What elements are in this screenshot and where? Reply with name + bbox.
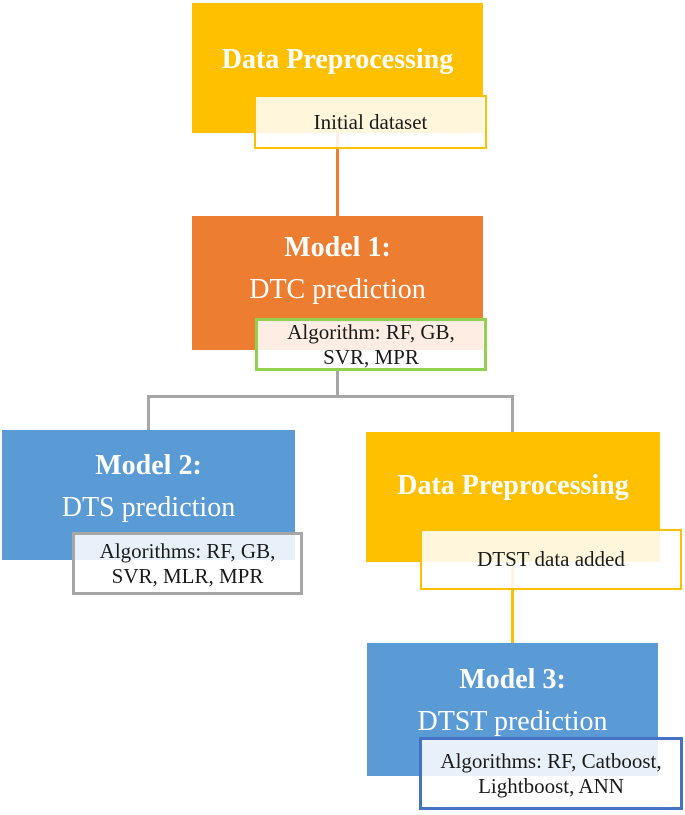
connector-model1-stem: [336, 371, 339, 397]
model1-subtitle: DTC prediction: [249, 274, 426, 305]
model2-subtitle: DTS prediction: [61, 492, 236, 523]
initial-dataset-label: Initial dataset: [254, 95, 487, 149]
model1-algorithms-line1: Algorithm: RF, GB,: [287, 319, 455, 344]
model3-title: Model 3:: [459, 663, 566, 695]
dtst-data-added-label: DTST data added: [420, 529, 682, 590]
connector-prep2-to-model3: [511, 562, 514, 643]
connector-branch-left: [147, 395, 150, 431]
preprocessing1-title: Data Preprocessing: [221, 44, 454, 75]
model2-algorithms-line1: Algorithms: RF, GB,: [99, 538, 276, 563]
model3-algorithms-line2: Lightboost, ANN: [478, 773, 624, 798]
model1-algorithms-line2: SVR, MPR: [323, 344, 419, 369]
dtst-data-added-text: DTST data added: [477, 547, 625, 571]
connector-branch-horizontal: [147, 395, 514, 398]
model1-algorithms-label: Algorithm: RF, GB, SVR, MPR: [255, 318, 487, 371]
connector-initial-to-model1: [336, 133, 339, 216]
model2-algorithms-line2: SVR, MLR, MPR: [111, 563, 264, 588]
model3-algorithms-label: Algorithms: RF, Catboost, Lightboost, AN…: [419, 737, 683, 810]
model2-algorithms-label: Algorithms: RF, GB, SVR, MLR, MPR: [72, 532, 303, 595]
model3-subtitle: DTST prediction: [417, 705, 608, 737]
connector-branch-right: [511, 395, 514, 433]
preprocessing2-title: Data Preprocessing: [397, 470, 629, 501]
model2-title: Model 2:: [95, 450, 202, 481]
model1-title: Model 1:: [284, 232, 391, 263]
initial-dataset-text: Initial dataset: [313, 109, 428, 134]
model3-algorithms-line1: Algorithms: RF, Catboost,: [440, 748, 662, 773]
